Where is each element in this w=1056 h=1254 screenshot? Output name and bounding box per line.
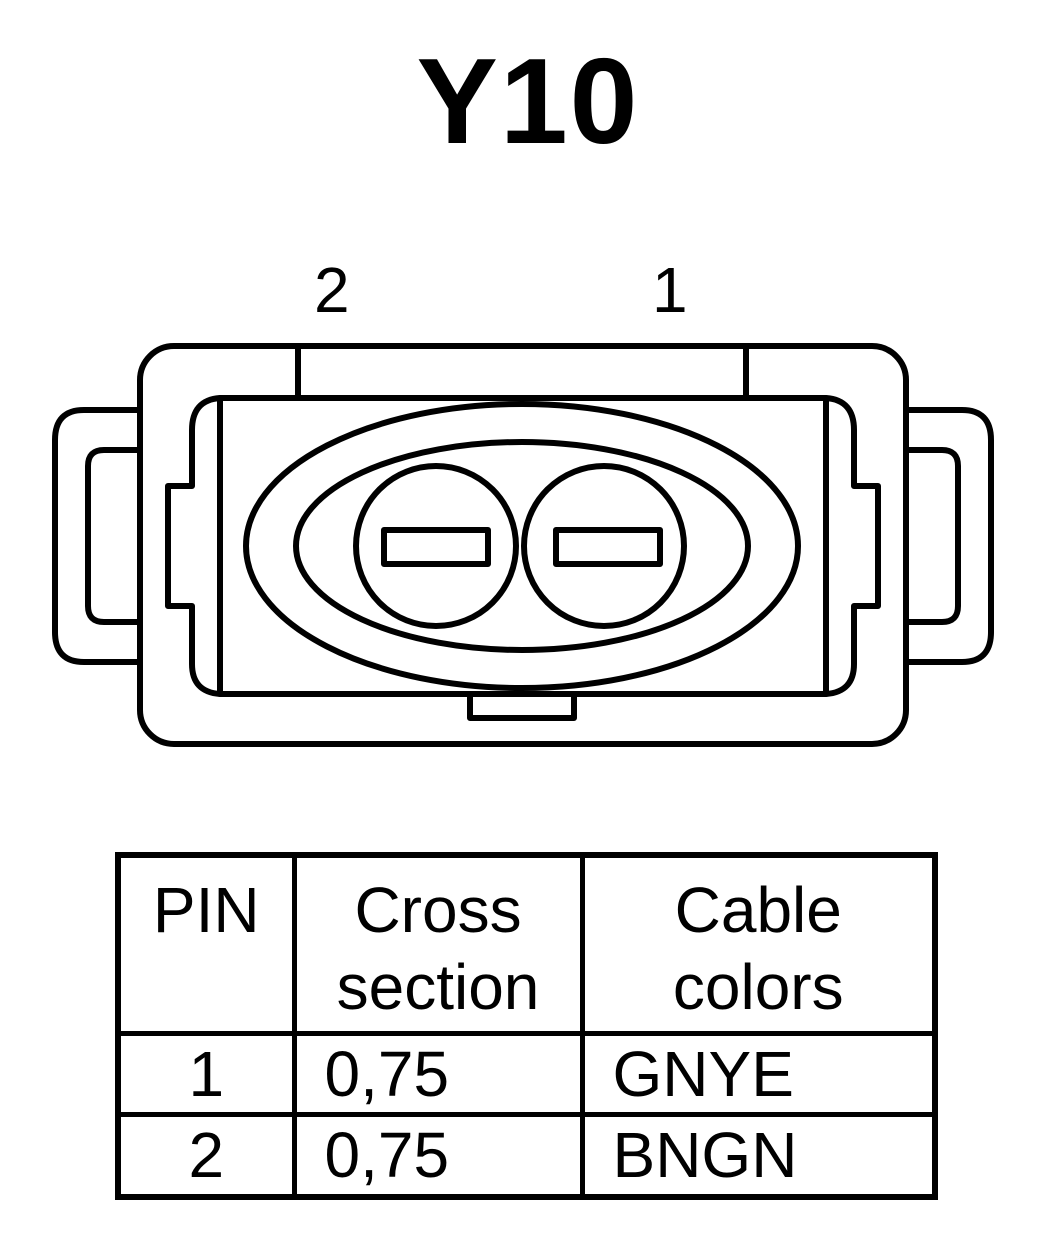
- left-latch-outer: [52, 407, 140, 665]
- inner-left-curve: [165, 395, 221, 697]
- cell-cable-color: BNGN: [579, 1112, 938, 1200]
- cell-cross-section: 0,75: [291, 1112, 585, 1200]
- pin-label-1: 1: [652, 254, 688, 326]
- outer-oval: [243, 401, 801, 691]
- key-notch: [467, 694, 577, 721]
- left-latch-inner: [85, 447, 140, 625]
- right-latch-inner: [906, 447, 961, 625]
- header-pin: PIN: [115, 852, 297, 1036]
- pin-1-contact: [553, 527, 663, 567]
- inner-right-curve: [825, 395, 881, 697]
- table-row: 2 0,75 BNGN: [115, 1112, 938, 1200]
- cell-pin: 2: [115, 1112, 297, 1200]
- cell-pin: 1: [115, 1030, 297, 1118]
- pin-1-socket: [521, 463, 687, 629]
- pin-2-contact: [381, 527, 491, 567]
- pin-2-socket: [353, 463, 519, 629]
- housing-outer: [137, 343, 909, 747]
- pin-label-2: 2: [314, 254, 350, 326]
- diagram-title: Y10: [416, 33, 640, 169]
- right-latch-outer: [906, 407, 994, 665]
- table-row: 1 0,75 GNYE: [115, 1030, 938, 1118]
- connector-drawing: [52, 343, 994, 747]
- inner-oval: [293, 439, 751, 653]
- cell-cross-section: 0,75: [291, 1030, 585, 1118]
- cell-cable-color: GNYE: [579, 1030, 938, 1118]
